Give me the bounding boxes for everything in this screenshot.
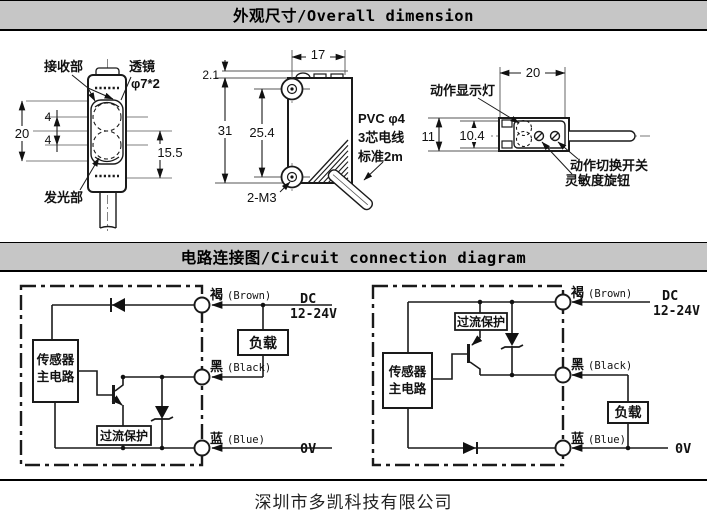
section-header-overall: 外观尺寸/Overall dimension <box>0 0 707 31</box>
terminal-brown <box>554 293 572 311</box>
top-view <box>428 66 650 175</box>
black-label: 黑 <box>571 357 584 372</box>
dc-label: DC <box>662 288 678 304</box>
dc-range-label: 12-24V <box>653 304 700 319</box>
emitter-label: 发光部 <box>43 190 83 205</box>
zener-diode <box>500 333 524 350</box>
indicator-label: 动作显示灯 <box>430 83 495 98</box>
black-label: 黑 <box>210 359 223 374</box>
circuit-pnp <box>371 284 668 467</box>
sensor-circuit-box <box>32 339 79 403</box>
top-lens-1 <box>515 119 533 137</box>
mode-switch-label: 动作切换开关 <box>570 158 648 173</box>
overcurrent-box <box>96 425 152 446</box>
brown-label: 褐 <box>570 285 584 300</box>
lens-spec-label: φ7*2 <box>131 76 160 91</box>
receiver-label: 接收部 <box>44 59 83 74</box>
dim-label-17: 17 <box>311 47 325 62</box>
cable-spec-line3: 标准2m <box>357 149 403 164</box>
overcurrent-box <box>454 312 508 331</box>
terminal-blue <box>193 439 211 457</box>
brown-label-en: (Brown) <box>588 288 632 300</box>
company-name: 深圳市多凯科技有限公司 <box>254 493 453 512</box>
front-view <box>11 59 188 231</box>
dim-label-15-5: 15.5 <box>157 145 182 160</box>
emitter-lens <box>92 130 122 160</box>
side-view <box>212 47 384 211</box>
dim-label-10-4: 10.4 <box>459 128 484 143</box>
mode-switch-screw <box>533 130 545 142</box>
blue-label-en: (Blue) <box>588 434 626 446</box>
circuit-connection-diagram: 传感器 主电路 过流保护 负载 褐 (Brown) 黑 (Black) 蓝 (B… <box>19 284 700 467</box>
load-box <box>607 401 649 424</box>
dim-label-25-4: 25.4 <box>249 125 274 140</box>
dim-label-20w: 20 <box>526 65 540 80</box>
black-label-en: (Black) <box>588 360 632 372</box>
sensor-box-line2: 主电路 <box>389 381 427 396</box>
dim-label-2-1: 2.1 <box>202 68 219 82</box>
zener-diode <box>150 406 174 422</box>
cable-spec-line2: 3芯电线 <box>358 130 404 145</box>
terminal-blue <box>554 439 572 457</box>
sensor-box-line1: 传感器 <box>36 352 75 367</box>
front-view-text: 接收部 透镜 φ7*2 发光部 20 4 4 15.5 <box>15 59 183 205</box>
diode <box>463 442 478 454</box>
section-header-circuit: 电路连接图/Circuit connection diagram <box>0 242 707 272</box>
dc-label: DC <box>300 291 316 307</box>
top-view-text: 20 11 10.4 动作显示灯 动作切换开关 灵敏度旋钮 <box>422 65 649 188</box>
footer: 深圳市多凯科技有限公司 <box>0 479 707 520</box>
dc-range-label: 12-24V <box>290 307 337 322</box>
mount-holes-label: 2-M3 <box>247 190 277 205</box>
section-title-overall: 外观尺寸/Overall dimension <box>233 7 474 25</box>
terminals <box>193 296 211 457</box>
blue-label: 蓝 <box>571 431 584 446</box>
blue-label-en: (Blue) <box>227 434 265 446</box>
blue-label: 蓝 <box>210 431 223 446</box>
overcurrent-label: 过流保护 <box>457 314 505 329</box>
sensor-box-line2: 主电路 <box>37 369 75 384</box>
circuit-pnp-text: 传感器 主电路 过流保护 负载 褐 (Brown) 黑 (Black) 蓝 (B… <box>388 285 700 457</box>
section-title-circuit: 电路连接图/Circuit connection diagram <box>180 248 527 267</box>
dim-label-11: 11 <box>422 129 436 144</box>
cable-spec-line1: PVC φ4 <box>358 111 406 126</box>
zero-v-label: 0V <box>675 441 691 457</box>
sensitivity-screw <box>549 130 561 142</box>
sensor-box-line1: 传感器 <box>388 364 427 379</box>
sensitivity-label: 灵敏度旋钮 <box>565 173 630 188</box>
overcurrent-label: 过流保护 <box>100 428 148 443</box>
terminal-brown <box>193 296 211 314</box>
black-label-en: (Black) <box>227 362 271 374</box>
brown-label: 褐 <box>209 287 223 302</box>
load-box <box>237 329 289 356</box>
load-label: 负载 <box>249 335 277 351</box>
dim-label-4a: 4 <box>45 110 52 124</box>
lens-label: 透镜 <box>129 59 155 74</box>
diode <box>110 298 125 312</box>
terminal-black <box>193 368 211 386</box>
top-lens-2 <box>515 130 533 148</box>
terminal-black <box>554 366 572 384</box>
load-label: 负载 <box>615 404 643 420</box>
dim-label-20h: 20 <box>15 126 29 141</box>
dim-label-31: 31 <box>218 123 232 138</box>
overall-dimension-drawing: 接收部 透镜 φ7*2 发光部 20 4 4 15.5 <box>11 47 650 231</box>
circuit-npn <box>19 284 332 467</box>
side-view-text: 17 2.1 31 25.4 2-M3 PVC φ4 3芯电线 标准2m <box>202 47 405 205</box>
circuit-npn-text: 传感器 主电路 过流保护 负载 褐 (Brown) 黑 (Black) 蓝 (B… <box>36 287 337 457</box>
terminals <box>554 293 572 457</box>
dim-label-4b: 4 <box>45 133 52 147</box>
sensor-circuit-box <box>382 352 433 409</box>
zero-v-label: 0V <box>300 441 316 457</box>
brown-label-en: (Brown) <box>227 290 271 302</box>
